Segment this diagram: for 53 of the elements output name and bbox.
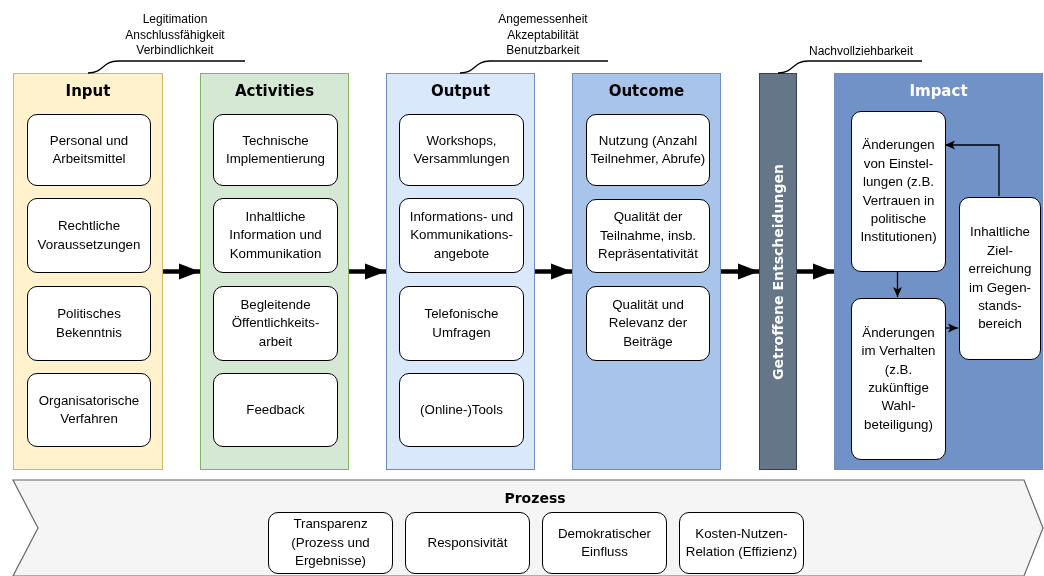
stage-title: Input	[65, 82, 111, 100]
process-box: Feedback	[213, 373, 338, 447]
arrow	[944, 323, 959, 333]
criterion-label: Anschlussfähigkeit	[125, 27, 225, 43]
process-box: Organisatorische Verfahren	[27, 373, 151, 447]
process-box: Nutzung (Anzahl Teilnehmer, Abrufe)	[586, 114, 710, 186]
process-box: Rechtliche Voraussetzungen	[27, 198, 151, 273]
criterion-label: Angemessenheit	[498, 12, 588, 28]
arrow	[893, 270, 902, 298]
arrow	[163, 263, 200, 280]
process-box: Begleitende Öffentlichkeits-arbeit	[213, 286, 338, 361]
criterion-label: Benutzbarkeit	[506, 43, 580, 59]
stage-panel	[834, 73, 1043, 470]
stage-panel	[200, 73, 349, 470]
arrow	[797, 263, 834, 280]
process-box: Responsivität	[405, 512, 530, 574]
bar-title: Getroffene Entscheidungen	[770, 163, 786, 380]
process-box: Qualität der Teilnahme, insb. Repräsentativität	[586, 199, 710, 273]
process-box: Änderungen von Einstel-lungen (z.B. Vertrauen in politische Institutionen)	[851, 111, 946, 272]
process-box: Telefonische Umfragen	[399, 286, 524, 361]
decision-bar	[759, 73, 797, 470]
process-box: Kosten-Nutzen-Relation (Effizienz)	[679, 512, 804, 574]
arrow	[349, 263, 386, 280]
process-title: Prozess	[504, 490, 566, 506]
stage-title: Impact	[909, 82, 968, 100]
criterion-label: Akzeptabilität	[507, 27, 579, 43]
process-box: Änderungen im Verhalten (z.B. zukünftige Wahl-beteiligung)	[851, 298, 946, 460]
stage-title: Output	[430, 82, 491, 100]
process-box: (Online-)Tools	[399, 373, 524, 447]
process-box: Politisches Bekenntnis	[27, 286, 151, 361]
process-box: Demokratischer Einfluss	[542, 512, 667, 574]
arrow	[944, 140, 1000, 197]
stage-title: Activities	[234, 82, 315, 100]
process-box: Transparenz (Prozess und Ergebnisse)	[268, 512, 393, 574]
arrow	[721, 263, 759, 280]
arrow	[535, 263, 572, 280]
process-box: Inhaltliche Information und Kommunikation	[213, 198, 338, 273]
stage-panel	[572, 73, 721, 470]
process-box: Inhaltliche Ziel-erreichung im Gegen-stands-bereich	[959, 197, 1041, 360]
stage-panel	[386, 73, 535, 470]
leader-line	[777, 60, 923, 74]
process-box: Informations- und Kommunikations-angebote	[399, 198, 524, 273]
criterion-label: Legitimation	[142, 12, 208, 28]
process-box: Personal und Arbeitsmittel	[27, 114, 151, 186]
criterion-label: Verbindlichkeit	[136, 43, 214, 59]
process-box: Technische Implementierung	[213, 114, 338, 186]
stage-title: Outcome	[608, 82, 685, 100]
leader-line	[87, 60, 246, 74]
process-box: Qualität und Relevanz der Beiträge	[586, 286, 710, 361]
leader-line	[459, 60, 609, 74]
process-box: Workshops, Versammlungen	[399, 114, 524, 186]
criterion-label: Nachvollziehbarkeit	[808, 44, 914, 60]
stage-panel	[13, 73, 163, 470]
